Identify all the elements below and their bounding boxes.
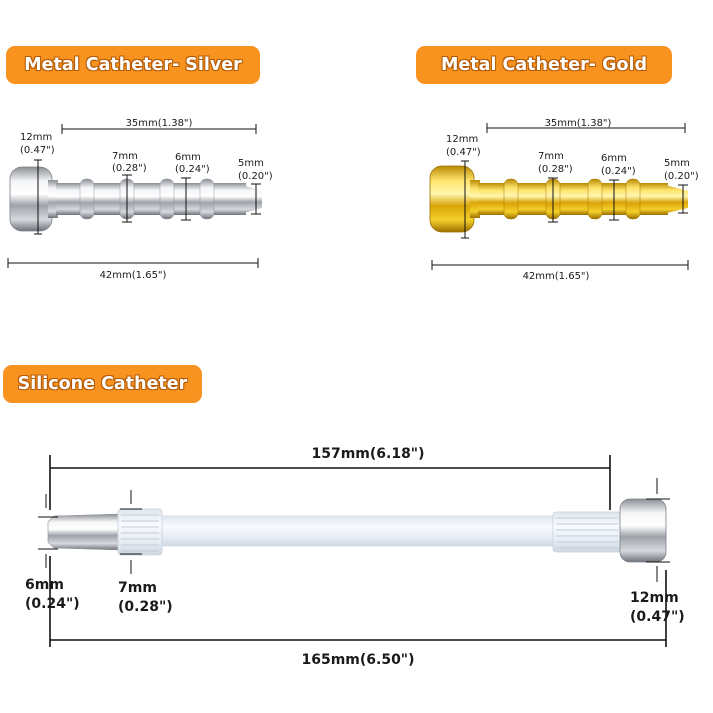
gold-catheter (429, 165, 688, 233)
silver-tip-5-label: 5mm (238, 158, 264, 169)
gold-body-6-label: 6mm (601, 153, 627, 164)
silver-catheter (9, 166, 262, 232)
badge-metal-silver: Metal Catheter- Silver (6, 46, 260, 84)
gold-head-12-label: 12mm (446, 134, 478, 145)
silver-ring-7-inch-label: (0.28") (112, 163, 147, 174)
gold-tip-5-label: 5mm (664, 158, 690, 169)
gold-dimension-lines (431, 123, 689, 270)
gold-length-35-label: 35mm(1.38") (545, 118, 612, 129)
silver-body-6-label: 6mm (175, 152, 201, 163)
silver-dimension-lines (7, 124, 261, 268)
gold-tip-5-inch-label: (0.20") (664, 171, 699, 182)
silicone-tip-6-inch-label: (0.24") (25, 596, 80, 612)
silver-ring-7-label: 7mm (112, 151, 138, 162)
silicone-tip-6-label: 6mm (25, 577, 64, 593)
silicone-head-12-label: 12mm (630, 590, 679, 606)
silicone-ring-7-label: 7mm (118, 580, 157, 596)
gold-ring-7-inch-label: (0.28") (538, 164, 573, 175)
silver-head-12-inch-label: (0.47") (20, 145, 55, 156)
gold-ring-7-label: 7mm (538, 151, 564, 162)
badge-silicone: Silicone Catheter (3, 365, 202, 403)
silver-length-35-label: 35mm(1.38") (126, 118, 193, 129)
silver-total-42-label: 42mm(1.65") (100, 270, 167, 281)
silicone-length-157-label: 157mm(6.18") (311, 446, 424, 462)
silicone-catheter (47, 498, 667, 563)
silicone-dimension-lines (38, 455, 670, 647)
silver-body-6-inch-label: (0.24") (175, 164, 210, 175)
badge-metal-gold: Metal Catheter- Gold (416, 46, 672, 84)
silicone-head-12-inch-label: (0.47") (630, 609, 685, 625)
gold-head-12-inch-label: (0.47") (446, 147, 481, 158)
silver-tip-5-inch-label: (0.20") (238, 171, 273, 182)
silicone-ring-7-inch-label: (0.28") (118, 599, 173, 615)
gold-total-42-label: 42mm(1.65") (523, 271, 590, 282)
gold-body-6-inch-label: (0.24") (601, 166, 636, 177)
silicone-total-165-label: 165mm(6.50") (301, 652, 414, 668)
silver-head-12-label: 12mm (20, 132, 52, 143)
